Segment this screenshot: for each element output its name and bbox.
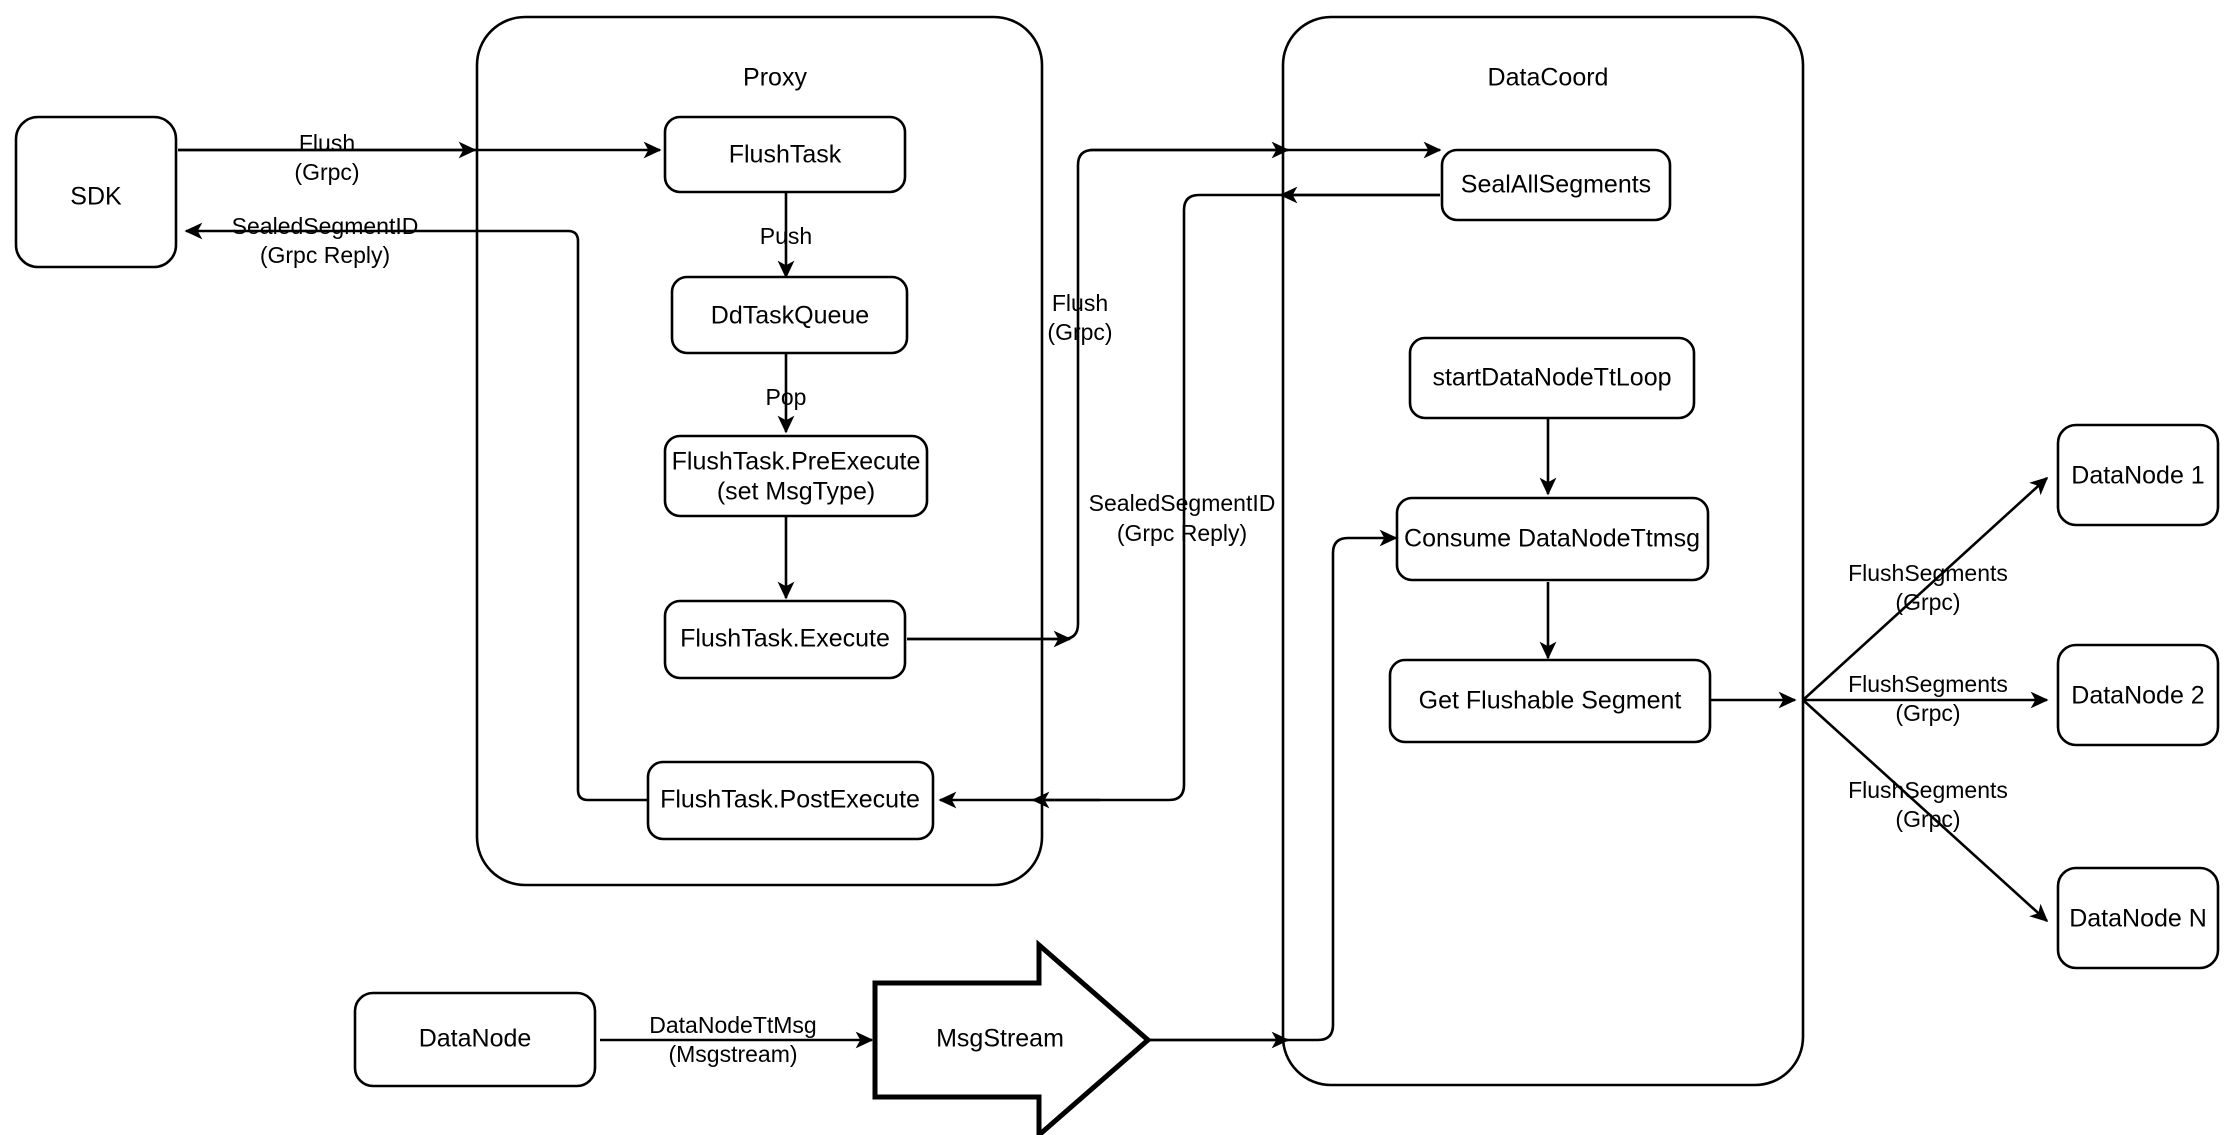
node-datanode-bottom-label: DataNode <box>419 1025 532 1053</box>
node-sealallsegments-label: SealAllSegments <box>1461 171 1651 199</box>
edge-label-flush-dn1-line2: (Grpc) <box>1895 589 1960 615</box>
node-consume-datanodettmsg[interactable] <box>1395 496 1710 582</box>
node-datanode-1[interactable] <box>2056 423 2220 527</box>
node-consume-datanodettmsg-label: Consume DataNodeTtmsg <box>1404 525 1700 553</box>
node-get-flushable-segment[interactable] <box>1388 658 1712 744</box>
node-postexecute-label: FlushTask.PostExecute <box>660 786 920 814</box>
node-flushtask-label: FlushTask <box>729 141 842 169</box>
node-datanode-n-label: DataNode N <box>2069 905 2207 933</box>
edge-label-flush-dn2-line2: (Grpc) <box>1895 700 1960 726</box>
node-get-flushable-segment-label: Get Flushable Segment <box>1419 687 1682 715</box>
node-datanode-1-label: DataNode 1 <box>2071 462 2204 490</box>
node-startdatanodettloop-label: startDataNodeTtLoop <box>1432 364 1671 392</box>
edge-label-sdk-to-proxy-line2: (Grpc) <box>294 159 359 185</box>
edge-label-flush-dn1-line1: FlushSegments <box>1848 560 2008 586</box>
node-preexecute-label-line1: FlushTask.PreExecute <box>672 448 921 476</box>
edge-msgstream-to-consume <box>1148 529 1398 1042</box>
node-sdk-label: SDK <box>70 183 122 211</box>
node-sealallsegments[interactable] <box>1440 148 1672 222</box>
edge-label-datanode-to-msgstream-line1: DataNodeTtMsg <box>649 1012 816 1038</box>
node-datanode-2-label: DataNode 2 <box>2071 682 2204 710</box>
node-sdk[interactable] <box>14 115 178 269</box>
edge-label-pop: Pop <box>766 384 807 410</box>
edge-label-sdk-to-proxy-line1: Flush <box>299 130 355 156</box>
edge-sealallsegments-to-postexecute <box>938 193 1440 809</box>
node-execute-label: FlushTask.Execute <box>680 625 890 653</box>
node-msgstream-arrow-shape[interactable] <box>872 939 1152 1135</box>
node-preexecute-label-line2: (set MsgType) <box>717 478 875 506</box>
edge-label-push: Push <box>760 223 812 249</box>
node-datanode-n[interactable] <box>2056 866 2220 970</box>
edge-label-flush-dn2-line1: FlushSegments <box>1848 671 2008 697</box>
edge-label-flush-dnn-line1: FlushSegments <box>1848 777 2008 803</box>
container-datacoord-title: DataCoord <box>1488 64 1609 92</box>
edge-label-proxy-to-sdk-line1: SealedSegmentID <box>232 213 419 239</box>
node-ddtaskqueue-label: DdTaskQueue <box>711 302 869 330</box>
node-msgstream-label: MsgStream <box>936 1025 1064 1053</box>
edge-label-datanode-to-msgstream-line2: (Msgstream) <box>668 1041 797 1067</box>
edge-label-proxy-to-coord-line1: Flush <box>1052 290 1108 316</box>
edge-label-proxy-to-sdk-line2: (Grpc Reply) <box>260 242 390 268</box>
node-flushtask-preexecute[interactable] <box>663 434 929 518</box>
edge-junction-to-datanode1 <box>1802 476 2049 701</box>
container-proxy-title: Proxy <box>743 64 807 92</box>
node-startdatanodettloop[interactable] <box>1408 336 1696 420</box>
edge-label-flush-dnn-line2: (Grpc) <box>1895 806 1960 832</box>
node-ddtaskqueue[interactable] <box>670 275 909 355</box>
edge-label-proxy-to-coord-line2: (Grpc) <box>1047 319 1112 345</box>
node-flushtask-execute[interactable] <box>663 599 907 680</box>
node-datanode-2[interactable] <box>2056 643 2220 747</box>
node-flushtask[interactable] <box>663 115 907 194</box>
edge-label-coord-to-proxy-line1: SealedSegmentID <box>1089 490 1276 516</box>
edge-junction-to-datanoden <box>1802 699 2049 923</box>
node-flushtask-postexecute[interactable] <box>646 760 935 841</box>
edge-postexecute-to-sdk <box>184 222 650 802</box>
edge-label-coord-to-proxy-line2: (Grpc Reply) <box>1117 520 1247 546</box>
node-datanode-bottom[interactable] <box>353 991 597 1088</box>
